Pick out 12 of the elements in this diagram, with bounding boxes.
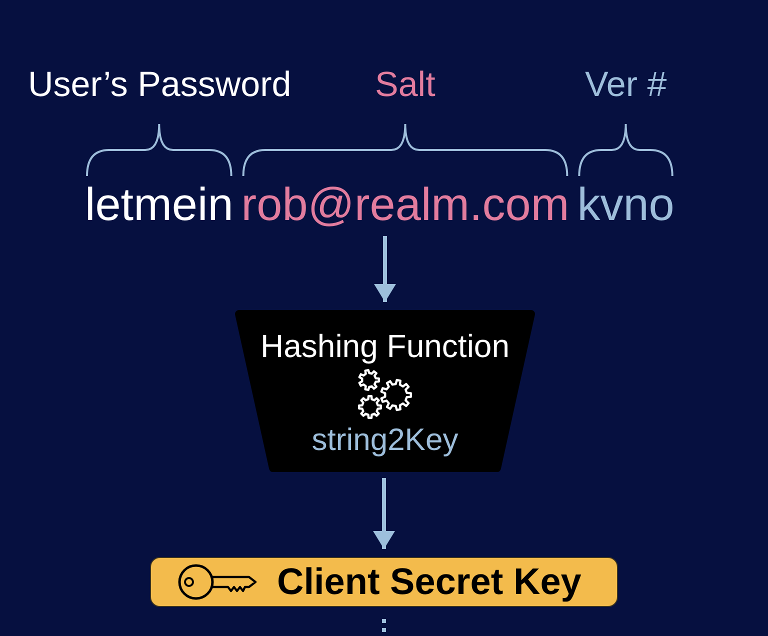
brace-label: Ver #: [585, 65, 667, 105]
key-label: Client Secret Key: [277, 561, 582, 603]
arrow: [374, 236, 396, 302]
password-text: letmein: [85, 178, 234, 230]
key-banner: [150, 557, 618, 607]
arrow: [373, 478, 395, 549]
salt-text: rob@realm.com: [241, 178, 570, 230]
brace-label: Salt: [375, 65, 436, 105]
version-text: kvno: [577, 178, 674, 230]
block-title: Hashing Function: [260, 328, 510, 364]
function-name: string2Key: [312, 422, 458, 458]
brace-label: User’s Password: [28, 65, 292, 105]
